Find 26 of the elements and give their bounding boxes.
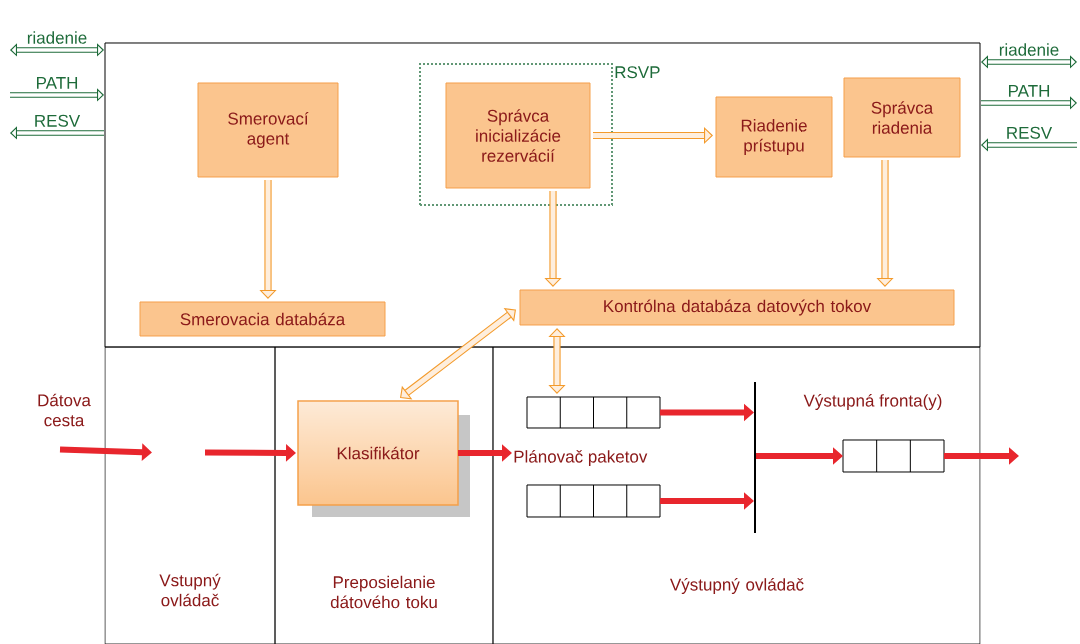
control-panel bbox=[104, 42, 981, 348]
edge-label: PATH bbox=[1009, 85, 1050, 97]
process-box: Smerovací agent bbox=[197, 82, 339, 178]
process-box: Smerovacia databáza bbox=[139, 301, 386, 337]
arrow bbox=[400, 308, 516, 400]
edge-label: riadenie bbox=[999, 43, 1059, 56]
edge-label: RESV bbox=[1007, 126, 1053, 139]
arrow bbox=[548, 328, 566, 394]
edge-label: riadenie bbox=[27, 31, 87, 44]
edge-label: RESV bbox=[35, 114, 81, 127]
process-box: Kontrólna databáza datových tokov bbox=[519, 289, 955, 326]
queue-label: Výstupná fronta(y) bbox=[803, 393, 942, 410]
node-label: RSVP bbox=[615, 66, 660, 79]
process-box: Riadenie prístupu bbox=[715, 96, 833, 178]
process-box: Klasifikátor bbox=[297, 400, 470, 517]
flow-label: Dátova cesta bbox=[38, 393, 91, 427]
flow-label: Plánovač paketov bbox=[514, 449, 648, 466]
queue-drawing bbox=[526, 484, 661, 518]
process-box: Správca riadenia bbox=[843, 77, 961, 158]
edge-label: PATH bbox=[37, 77, 78, 89]
process-box: Správca inicializácie rezervácií bbox=[445, 82, 591, 189]
arrow bbox=[981, 55, 1077, 69]
lane: Vstupný ovládač bbox=[104, 346, 276, 644]
arrow bbox=[10, 43, 104, 57]
queue-drawing bbox=[526, 396, 661, 429]
queue-drawing bbox=[842, 439, 945, 473]
